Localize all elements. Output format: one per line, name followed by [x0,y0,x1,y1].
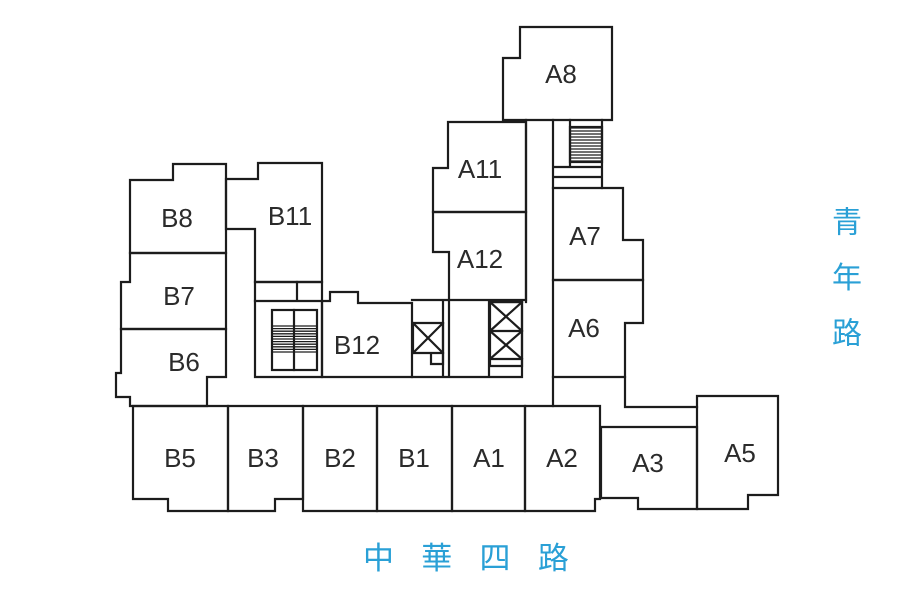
unit-outline-a8 [501,25,614,122]
staircase-icon-top [568,125,604,164]
unit-label-a12: A12 [457,244,503,274]
staircase-icon-left [270,308,319,372]
unit-label-b11: B11 [268,201,312,231]
unit-outline-b12 [320,290,414,379]
unit-label-b5: B5 [164,443,196,473]
corridor-wall-lines [410,118,699,409]
unit-outline-b6 [114,327,228,408]
unit-label-b3: B3 [247,443,279,473]
unit-label-b1: B1 [398,443,430,473]
unit-label-a8: A8 [545,59,577,89]
unit-label-b7: B7 [163,281,195,311]
road-label-qingnian-road: 青年路 [826,206,861,373]
staircase-treads [272,325,317,353]
unit-outline-b11 [224,161,324,284]
unit-label-a2: A2 [546,443,578,473]
elevator-icon-single [411,321,445,366]
road-label-zhonghua-4th-road: 中華四路 [363,541,597,577]
unit-outline-a2 [523,404,602,513]
unit-label-a1: A1 [473,443,505,473]
unit-outlines [114,25,780,513]
staircase-box [568,125,604,164]
unit-label-b6: B6 [168,347,200,377]
elevator-icon-pair [488,300,524,368]
stair-block-lobby-lines [253,280,324,303]
elevator-box [488,300,524,368]
unit-label-b12: B12 [334,330,380,360]
stair-block-shell [253,280,324,379]
unit-label-a5: A5 [724,438,756,468]
unit-label-a6: A6 [568,313,600,343]
elevator-box [411,321,445,366]
unit-label-a3: A3 [632,448,664,478]
unit-label-b2: B2 [324,443,356,473]
staircase-treads [570,127,602,162]
unit-label-a11: A11 [458,154,502,184]
unit-labels: B8 B7 B6 B11 B12 A11 A12 A8 A7 A6 B5 B3 … [161,59,756,478]
unit-label-a7: A7 [569,221,601,251]
unit-label-b8: B8 [161,203,193,233]
unit-outline-a5 [695,394,780,511]
